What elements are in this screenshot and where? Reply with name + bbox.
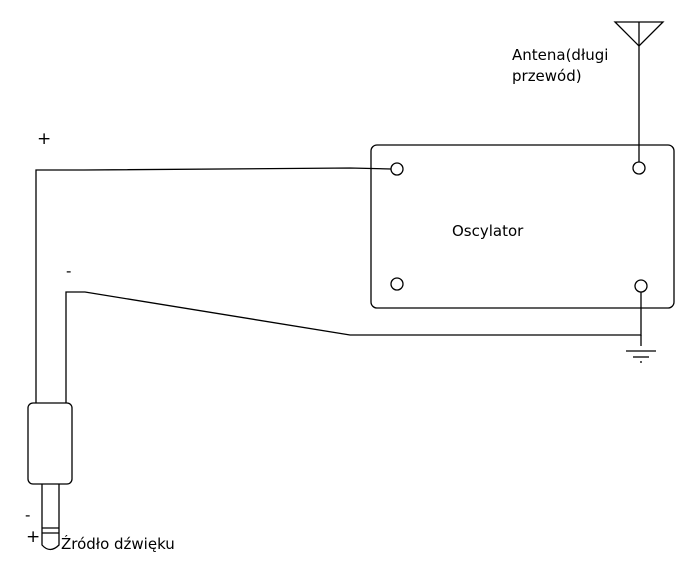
terminal-bottom-right — [634, 279, 648, 293]
antenna-icon — [613, 21, 665, 162]
plus-top-label: + — [37, 129, 52, 149]
antenna-label-line2: przewód) — [512, 67, 582, 85]
plus-wire — [35, 167, 392, 403]
minus-top-label: - — [66, 262, 72, 280]
ground-icon — [626, 335, 656, 363]
oscillator-box — [370, 144, 675, 309]
oscillator-label: Oscylator — [452, 222, 524, 240]
terminal-bottom-left — [390, 277, 404, 291]
plus-jack-label: + — [26, 527, 41, 547]
minus-wire — [65, 291, 642, 403]
terminal-top-right — [632, 161, 646, 175]
terminal-top-left — [390, 162, 404, 176]
sound-source-label: Źródło dźwięku — [61, 535, 175, 553]
audio-jack-icon — [27, 402, 73, 551]
antenna-label-line1: Antena(długi — [512, 46, 609, 64]
minus-jack-label: - — [25, 506, 31, 524]
